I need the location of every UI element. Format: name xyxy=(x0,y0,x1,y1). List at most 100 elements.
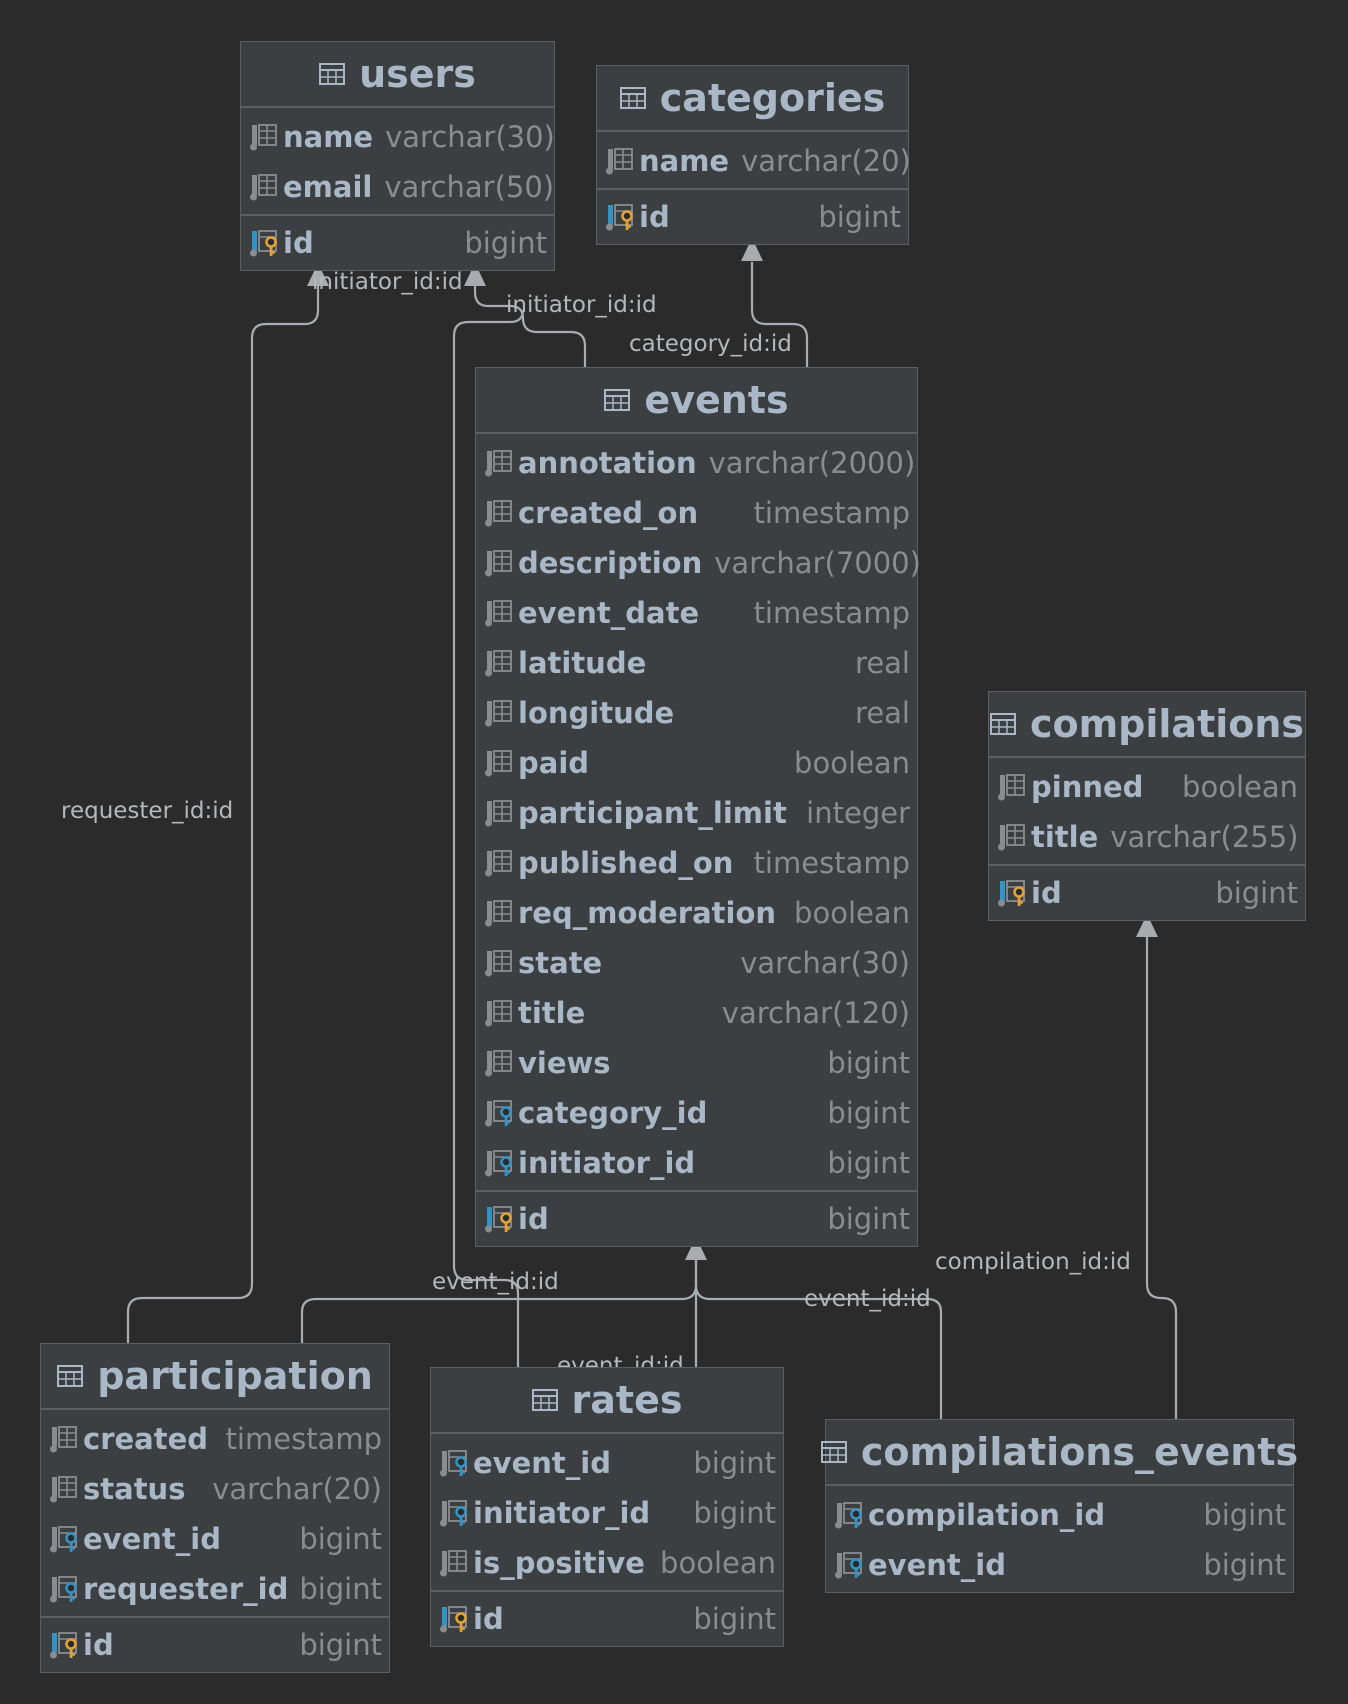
foreign-key-row[interactable]: category_id bigint xyxy=(476,1088,917,1138)
table-icon xyxy=(532,1389,558,1411)
column-icon xyxy=(484,848,514,878)
primary-key-row[interactable]: id bigint xyxy=(597,192,908,242)
foreign-key-row[interactable]: event_id bigint xyxy=(431,1438,783,1488)
column-icon xyxy=(484,748,514,778)
table-rates[interactable]: rates event_id bigint initiator_id bigin… xyxy=(430,1367,784,1647)
column-type: varchar(30) xyxy=(740,946,910,980)
column-row[interactable]: paid boolean xyxy=(476,738,917,788)
column-name: id xyxy=(1031,876,1062,910)
column-row[interactable]: name varchar(20) xyxy=(597,136,911,186)
arrowhead-users-left xyxy=(307,263,329,286)
column-name: id xyxy=(473,1602,504,1636)
column-name: longitude xyxy=(518,696,675,730)
column-icon xyxy=(49,1474,79,1504)
column-icon xyxy=(997,772,1027,802)
column-row[interactable]: state varchar(30) xyxy=(476,938,917,988)
primary-key-icon xyxy=(484,1204,514,1234)
foreign-key-row[interactable]: initiator_id bigint xyxy=(431,1488,783,1538)
column-name: id xyxy=(518,1202,549,1236)
table-events[interactable]: events annotation varchar(2000) created_… xyxy=(475,367,921,1247)
column-type: timestamp xyxy=(225,1422,382,1456)
column-name: id xyxy=(639,200,670,234)
column-type: bigint xyxy=(299,1628,382,1662)
primary-key-icon xyxy=(605,202,635,232)
column-icon xyxy=(249,122,279,152)
primary-key-row[interactable]: id bigint xyxy=(41,1620,389,1670)
foreign-key-icon xyxy=(834,1500,864,1530)
column-row[interactable]: annotation varchar(2000) xyxy=(476,438,917,488)
column-name: is_positive xyxy=(473,1546,645,1580)
column-type: bigint xyxy=(693,1446,776,1480)
column-name: annotation xyxy=(518,446,697,480)
column-row[interactable]: created timestamp xyxy=(41,1414,389,1464)
column-name: initiator_id xyxy=(518,1146,696,1180)
column-type: bigint xyxy=(1203,1498,1286,1532)
column-row[interactable]: req_moderation boolean xyxy=(476,888,917,938)
column-type: varchar(2000) xyxy=(708,446,916,480)
foreign-key-icon xyxy=(49,1524,79,1554)
edge-participation-requester xyxy=(126,278,320,1343)
foreign-key-row[interactable]: compilation_id bigint xyxy=(826,1490,1293,1540)
column-icon xyxy=(484,898,514,928)
column-icon xyxy=(49,1424,79,1454)
column-row[interactable]: is_positive boolean xyxy=(431,1538,783,1588)
primary-key-row[interactable]: id bigint xyxy=(431,1594,783,1644)
foreign-key-row[interactable]: requester_id bigint xyxy=(41,1564,389,1614)
column-row[interactable]: latitude real xyxy=(476,638,917,688)
edge-label-events-initiator: initiator_id:id xyxy=(312,269,463,295)
table-compilations-events[interactable]: compilations_events compilation_id bigin… xyxy=(825,1419,1298,1593)
column-type: varchar(20) xyxy=(212,1472,382,1506)
edge-label-rates-initiator: initiator_id:id xyxy=(506,292,657,318)
column-type: bigint xyxy=(827,1146,910,1180)
column-icon xyxy=(484,448,514,478)
primary-key-icon xyxy=(49,1630,79,1660)
column-type: varchar(50) xyxy=(384,170,555,204)
primary-key-row[interactable]: id bigint xyxy=(476,1194,917,1244)
column-icon xyxy=(484,948,514,978)
column-icon xyxy=(439,1548,469,1578)
primary-key-row[interactable]: id bigint xyxy=(241,218,554,268)
column-row[interactable]: created_on timestamp xyxy=(476,488,917,538)
edge-rates-initiator xyxy=(452,309,525,1367)
table-title: compilations xyxy=(1029,702,1305,746)
column-type: bigint xyxy=(827,1046,910,1080)
column-type: bigint xyxy=(1215,876,1298,910)
column-row[interactable]: name varchar(30) xyxy=(241,112,555,162)
column-row[interactable]: participant_limit integer xyxy=(476,788,917,838)
table-header: events xyxy=(476,368,917,434)
column-row[interactable]: email varchar(50) xyxy=(241,162,554,212)
edge-label-participation-requester: requester_id:id xyxy=(61,798,234,824)
column-name: email xyxy=(283,170,373,204)
column-name: state xyxy=(518,946,603,980)
column-row[interactable]: event_date timestamp xyxy=(476,588,917,638)
column-row[interactable]: status varchar(20) xyxy=(41,1464,389,1514)
column-row[interactable]: title varchar(255) xyxy=(989,812,1305,862)
primary-key-row[interactable]: id bigint xyxy=(989,868,1305,918)
column-type: varchar(120) xyxy=(721,996,910,1030)
foreign-key-row[interactable]: event_id bigint xyxy=(826,1540,1293,1590)
table-compilations[interactable]: compilations pinned boolean title varcha… xyxy=(988,691,1306,921)
column-name: name xyxy=(283,120,374,154)
column-row[interactable]: description varchar(7000) xyxy=(476,538,921,588)
column-name: id xyxy=(83,1628,114,1662)
foreign-key-icon xyxy=(484,1148,514,1178)
table-header: categories xyxy=(597,66,908,132)
column-icon xyxy=(997,822,1027,852)
column-row[interactable]: published_on timestamp xyxy=(476,838,917,888)
column-row[interactable]: pinned boolean xyxy=(989,762,1305,812)
table-users[interactable]: users name varchar(30) email varchar(50)… xyxy=(240,41,555,271)
column-row[interactable]: views bigint xyxy=(476,1038,917,1088)
column-row[interactable]: longitude real xyxy=(476,688,917,738)
foreign-key-row[interactable]: event_id bigint xyxy=(41,1514,389,1564)
table-title: rates xyxy=(571,1378,683,1422)
column-type: real xyxy=(855,696,910,730)
table-categories[interactable]: categories name varchar(20) id bigint xyxy=(596,65,911,245)
table-participation[interactable]: participation created timestamp status v… xyxy=(40,1343,390,1673)
column-row[interactable]: title varchar(120) xyxy=(476,988,917,1038)
edge-label-compilations-events-event: event_id:id xyxy=(804,1286,931,1312)
edge-compilations-events-compilation xyxy=(1145,937,1178,1419)
table-icon xyxy=(821,1441,847,1463)
foreign-key-row[interactable]: initiator_id bigint xyxy=(476,1138,917,1188)
column-type: bigint xyxy=(827,1202,910,1236)
arrowhead-categories xyxy=(741,238,763,261)
